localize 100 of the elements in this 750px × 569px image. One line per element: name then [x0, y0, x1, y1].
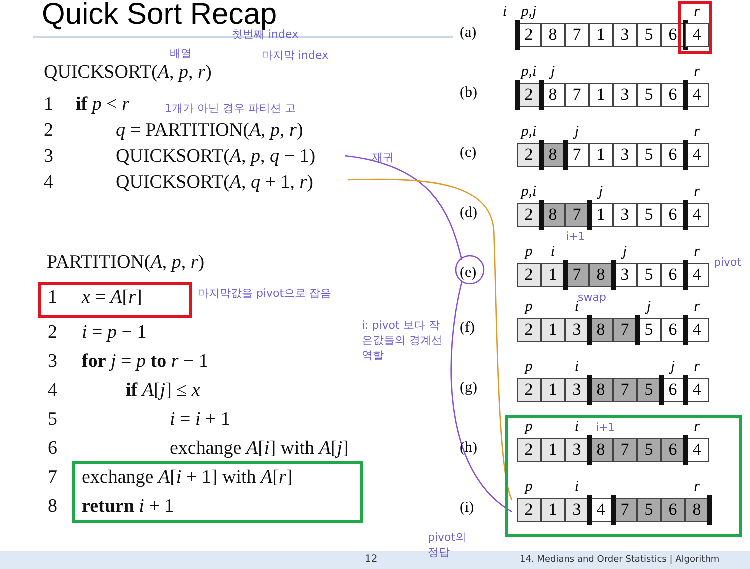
- array-cell: 1: [541, 263, 565, 287]
- code-line: q = PARTITION(A, p, r): [116, 120, 304, 142]
- array-cell: 5: [637, 203, 661, 227]
- array-cell: 2: [517, 203, 541, 227]
- handwritten-note: i: pivot 보다 작은값들의 경계선 역할: [362, 318, 444, 363]
- index-marker: p: [524, 359, 534, 376]
- index-marker: r: [693, 479, 701, 496]
- array-cell: 3: [565, 378, 589, 402]
- array-cell: 1: [589, 23, 613, 47]
- procedure-heading: PARTITION(A, p, r): [47, 252, 205, 274]
- array-cell: 5: [637, 143, 661, 167]
- array-cell: 6: [661, 438, 685, 462]
- handwritten-note: 배열: [170, 46, 192, 61]
- index-marker: p: [524, 419, 534, 436]
- index-marker: p,j: [520, 4, 538, 21]
- highlight-frame: [72, 461, 363, 523]
- index-marker: i: [574, 479, 580, 496]
- array-cell: 1: [541, 318, 565, 342]
- array-cell: 6: [661, 263, 685, 287]
- code-line: if p < r: [76, 94, 130, 116]
- array-cell: 4: [685, 23, 709, 47]
- array-cell: 3: [613, 203, 637, 227]
- array-cell: 3: [565, 498, 589, 522]
- line-number: 7: [48, 467, 58, 489]
- line-number: 6: [48, 438, 58, 460]
- code-line: i = p − 1: [82, 322, 147, 344]
- array-cell: 1: [589, 83, 613, 107]
- array-cell: 8: [685, 498, 709, 522]
- code-line: exchange A[i] with A[j]: [170, 438, 349, 460]
- index-marker: i: [574, 419, 580, 436]
- line-number: 2: [44, 120, 54, 142]
- line-number: 5: [48, 409, 58, 431]
- array-cell: 3: [613, 83, 637, 107]
- array-cell: 6: [661, 83, 685, 107]
- code-line: x = A[r]: [82, 287, 142, 309]
- index-marker: j: [572, 124, 580, 141]
- highlight-frame: [38, 282, 192, 318]
- handwritten-note: i+1: [596, 421, 616, 434]
- array-cell: 5: [637, 498, 661, 522]
- code-line: i = i + 1: [170, 409, 230, 431]
- index-marker: p,i: [520, 64, 538, 81]
- handwritten-note: 마지막 index: [262, 48, 329, 63]
- handwritten-note: 마지막값을 pivot으로 잡음: [198, 286, 332, 301]
- array-cell: 7: [565, 83, 589, 107]
- array-cell: 7: [613, 318, 637, 342]
- procedure-heading: QUICKSORT(A, p, r): [44, 62, 212, 84]
- handwritten-note: swap: [578, 291, 606, 304]
- code-line: QUICKSORT(A, p, q − 1): [116, 146, 316, 168]
- index-marker: r: [693, 124, 701, 141]
- index-marker: r: [693, 419, 701, 436]
- index-marker: j: [620, 244, 628, 261]
- handwritten-note: 1개가 아닌 경우 파티션 고: [165, 101, 296, 116]
- line-number: 4: [48, 380, 58, 402]
- row-label: (b): [460, 85, 478, 102]
- index-marker: r: [693, 359, 701, 376]
- array-cell: 5: [637, 83, 661, 107]
- row-label: (g): [460, 380, 478, 397]
- array-cell: 7: [565, 203, 589, 227]
- index-marker: r: [693, 184, 701, 201]
- array-cell: 3: [613, 143, 637, 167]
- highlight-frame: [678, 1, 712, 54]
- index-marker: i: [550, 244, 556, 261]
- page-number: 12: [365, 554, 378, 565]
- code-line: exchange A[i + 1] with A[r]: [82, 467, 293, 489]
- handwritten-note: pivot의 정답: [428, 530, 468, 560]
- array-cell: 5: [637, 263, 661, 287]
- array-cell: 2: [517, 318, 541, 342]
- slide-title: Quick Sort Recap: [42, 0, 278, 31]
- line-number: 8: [48, 496, 58, 518]
- line-number: 3: [48, 351, 58, 373]
- array-cell: 1: [589, 143, 613, 167]
- array-cell: 5: [637, 23, 661, 47]
- footer-text: 14. Medians and Order Statistics | Algorithm: [520, 555, 720, 565]
- code-line: for j = p to r − 1: [82, 351, 208, 373]
- handwritten-note: i+1: [566, 230, 586, 243]
- line-number: 1: [44, 94, 54, 116]
- row-label: (d): [460, 205, 478, 222]
- array-cell: 5: [637, 378, 661, 402]
- index-marker: r: [693, 299, 701, 316]
- index-marker: j: [668, 359, 676, 376]
- array-cell: 7: [565, 23, 589, 47]
- array-cell: 1: [541, 378, 565, 402]
- array-cell: 2: [517, 263, 541, 287]
- code-line: QUICKSORT(A, q + 1, r): [116, 172, 314, 194]
- array-cell: 8: [541, 23, 565, 47]
- array-cell: 2: [517, 143, 541, 167]
- code-line: if A[j] ≤ x: [126, 380, 200, 402]
- array-cell: 7: [613, 378, 637, 402]
- array-cell: 7: [613, 438, 637, 462]
- array-cell: 3: [565, 438, 589, 462]
- index-marker: p: [524, 244, 534, 261]
- line-number: 1: [48, 287, 58, 309]
- code-line: return i + 1: [82, 496, 174, 518]
- index-marker: i: [574, 359, 580, 376]
- row-label: (a): [460, 25, 477, 42]
- array-cell: 2: [517, 498, 541, 522]
- row-label: (c): [460, 145, 477, 162]
- array-cell: 6: [661, 203, 685, 227]
- index-marker: r: [693, 64, 701, 81]
- array-cell: 6: [661, 143, 685, 167]
